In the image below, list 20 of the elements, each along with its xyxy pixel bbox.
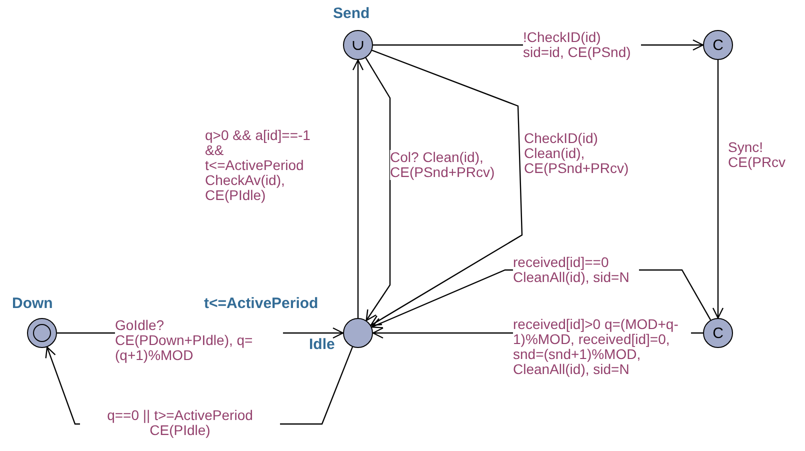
location-circle xyxy=(27,318,57,348)
location-circle xyxy=(703,30,733,60)
edge-label: received[id]==0 CleanAll(id), sid=N xyxy=(513,255,639,285)
location-name: Down xyxy=(12,295,53,312)
location-name: Idle xyxy=(309,336,335,353)
invariant-label: t<=ActivePeriod xyxy=(204,295,318,312)
edge-label: received[id]>0 q=(MOD+q-1)%MOD, received[id]=0, snd=(snd+1)%MOD, CleanAll(id), sid=N xyxy=(513,317,691,377)
transition-arrow xyxy=(370,50,523,326)
edge-label: q==0 || t>=ActivePeriod CE(PIdle) xyxy=(80,408,280,438)
location-marker: C xyxy=(712,38,724,52)
transition-arrow xyxy=(712,60,724,319)
location-circle xyxy=(343,30,373,60)
transition-arrow xyxy=(365,58,391,322)
location-circle xyxy=(703,318,733,348)
location-name: Send xyxy=(333,5,370,22)
location-marker: C xyxy=(712,326,724,340)
edge-label: GoIdle? CE(PDown+PIdle), q=(q+1)%MOD xyxy=(115,318,283,363)
edge-label: !CheckID(id) sid=id, CE(PSnd) xyxy=(523,30,641,60)
location-circle xyxy=(343,318,373,348)
transition-arrow xyxy=(352,59,364,318)
